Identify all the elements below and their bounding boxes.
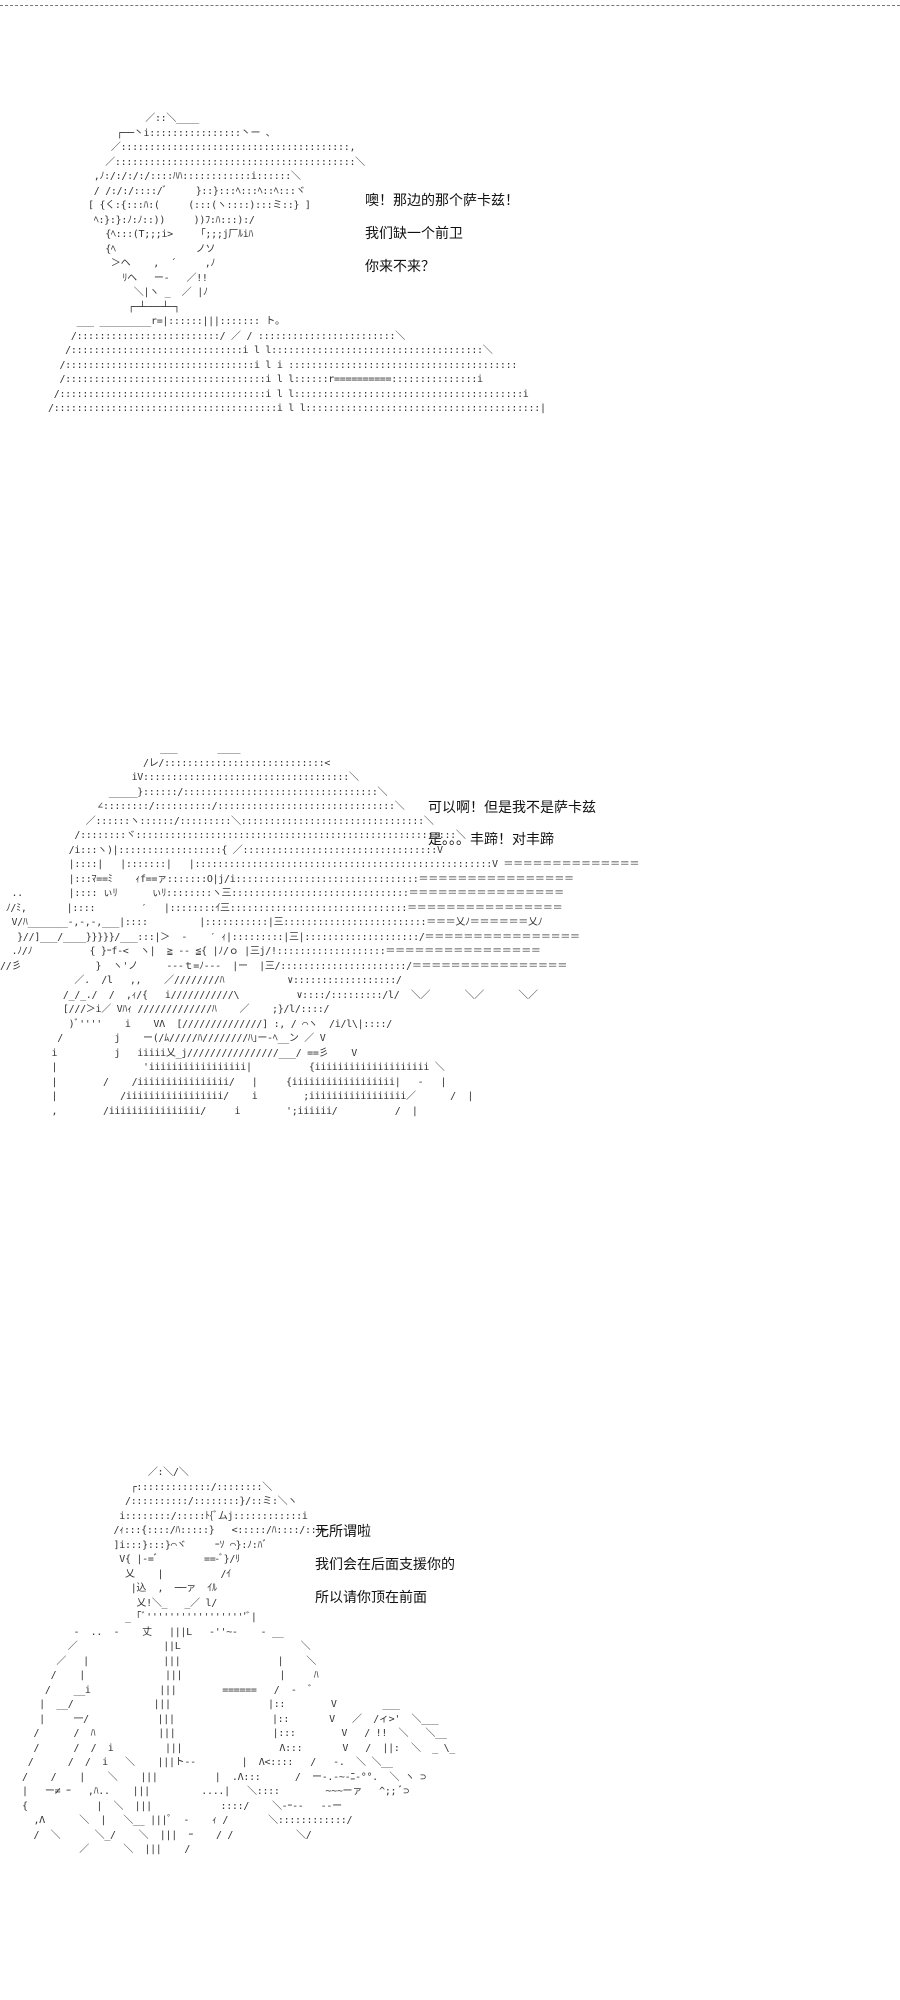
- panel-3-ascii-art: ／:＼/＼ ┌:::::::::::::/::::::::＼ /::::::::…: [22, 1467, 456, 1855]
- panel-3-dialogue: 无所谓啦 我们会在后面支援你的 所以请你顶在前面: [315, 1516, 455, 1615]
- panel-3: ／:＼/＼ ┌:::::::::::::/::::::::＼ /::::::::…: [0, 1400, 900, 2000]
- panel-3-line-2: 我们会在后面支援你的: [315, 1557, 455, 1573]
- panel-2: ___ ____ /レ/::::::::::::::::::::::::::::…: [0, 600, 900, 1400]
- panel-1-line-2: 我们缺一个前卫: [365, 226, 463, 242]
- panel-3-line-1: 无所谓啦: [315, 1524, 371, 1540]
- panel-1-line-1: 噢！那边的那个萨卡兹！: [365, 193, 519, 209]
- panel-1-dialogue: 噢！那边的那个萨卡兹！ 我们缺一个前卫 你来不来？: [365, 185, 519, 284]
- top-divider: [0, 5, 900, 6]
- panel-1-line-3: 你来不来？: [365, 259, 435, 275]
- panel-2-line-2: 是。。。丰蹄！对丰蹄: [428, 832, 554, 848]
- panel-3-line-3: 所以请你顶在前面: [315, 1590, 427, 1606]
- panel-2-dialogue: 可以啊！但是我不是萨卡兹 是。。。丰蹄！对丰蹄: [428, 792, 596, 856]
- panel-2-line-1: 可以啊！但是我不是萨卡兹: [428, 800, 596, 816]
- panel-1-ascii-art: ／::＼____ ┌──丶i::::::::::::::::丶ー ､ ／::::…: [48, 113, 546, 414]
- panel-1: ／::＼____ ┌──丶i::::::::::::::::丶ー ､ ／::::…: [0, 0, 900, 600]
- panel-2-ascii-art: ___ ____ /レ/::::::::::::::::::::::::::::…: [0, 743, 640, 1117]
